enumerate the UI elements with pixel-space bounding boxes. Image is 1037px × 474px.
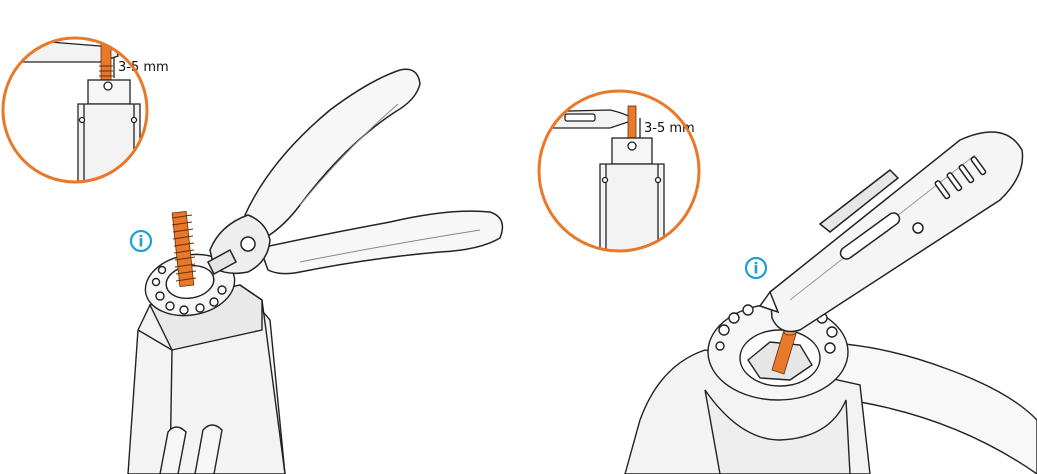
info-icon-glyph: i [753, 260, 758, 278]
info-icon: i [131, 231, 151, 251]
info-icon-glyph: i [138, 233, 143, 251]
left-inset-detail: 3-5 mm [0, 28, 169, 200]
info-icon: i [746, 258, 766, 278]
left-connector-body [128, 285, 285, 474]
left-inset-measure-label: 3-5 mm [118, 60, 169, 75]
right-inset-detail: 3-5 mm [530, 91, 699, 260]
left-scene: i [128, 69, 502, 474]
right-utility-knife [760, 132, 1023, 332]
left-pliers [208, 69, 502, 274]
